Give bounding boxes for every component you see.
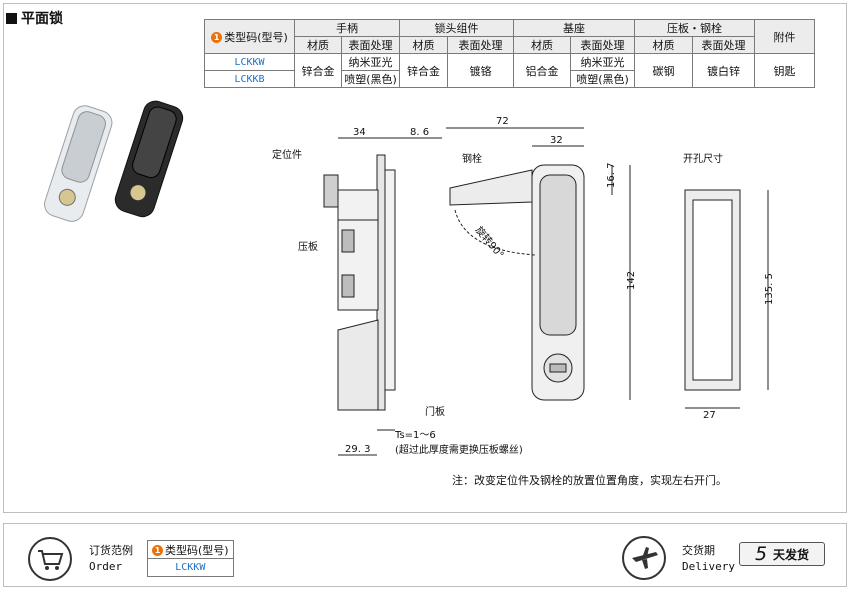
spec-group-header: 附件 <box>754 19 815 54</box>
spec-sub-header: 表面处理 <box>447 36 514 54</box>
note-text: 注：改变定位件及钢栓的放置位置角度，实现左右开门。 <box>452 474 727 487</box>
bolt-label: 钢栓 <box>462 152 482 165</box>
dim-label: 16. 7 <box>606 163 617 188</box>
spec-cell: 镀铬 <box>447 53 514 88</box>
spec-code-cell: LCKKB <box>204 70 295 88</box>
dim-label: 27 <box>703 410 716 421</box>
content-frame <box>3 3 847 513</box>
steel-bolt-part <box>449 169 533 206</box>
spec-sub-header: 表面处理 <box>692 36 755 54</box>
spec-cell: 喷塑(黑色) <box>570 70 635 88</box>
locator-label: 定位件 <box>272 148 302 161</box>
rotate-label: 旋转90° <box>473 224 507 261</box>
spec-cell: 锌合金 <box>294 53 342 88</box>
dim-label: 135. 5 <box>764 273 775 305</box>
spec-code-cell: LCKKW <box>204 53 295 71</box>
delivery-label: 交货期 Delivery <box>682 544 735 573</box>
dim-label: 34 <box>353 127 366 138</box>
spec-cell: 钥匙 <box>754 53 815 88</box>
spec-cell: 锌合金 <box>399 53 448 88</box>
door-label: 门板 <box>425 405 445 418</box>
number-1-icon: 1 <box>152 545 163 556</box>
plate-label: 压板 <box>298 240 318 253</box>
delivery-unit: 天发货 <box>773 547 810 562</box>
ts-note: (超过此厚度需更换压板螺丝) <box>395 443 523 456</box>
delivery-badge: 5 天发货 <box>739 542 825 566</box>
spec-cell: 铝合金 <box>513 53 571 88</box>
spec-cell: 镀白锌 <box>692 53 755 88</box>
delivery-days: 5 <box>754 543 768 565</box>
dim-label: 72 <box>496 116 509 127</box>
airplane-icon <box>622 536 666 580</box>
spec-cell: 碳钢 <box>634 53 693 88</box>
spec-group-header: 手柄 <box>294 19 400 37</box>
dim-label: 142 <box>626 271 637 290</box>
spec-cell: 纳米亚光 <box>570 53 635 71</box>
order-label: 订货范例 Order <box>89 544 133 573</box>
order-code: LCKKW <box>147 558 234 577</box>
spec-group-header: 锁头组件 <box>399 19 514 37</box>
number-1-icon: 1 <box>211 32 223 43</box>
dim-label: 8. 6 <box>410 127 429 138</box>
ts-label: Ts=1～6 <box>394 430 436 441</box>
page-title: 平面锁 <box>6 8 63 28</box>
square-bullet-icon <box>6 12 17 24</box>
spec-sub-header: 表面处理 <box>341 36 400 54</box>
technical-drawing: 34 8. 6 72 32 16. 7 142 135. 5 27 29. 3 … <box>272 116 775 456</box>
spec-sub-header: 材质 <box>513 36 571 54</box>
locator-part <box>323 174 339 208</box>
page-title-text: 平面锁 <box>21 11 63 27</box>
dim-label: 32 <box>550 135 563 146</box>
spec-group-header: 压板・钢栓 <box>634 19 755 37</box>
product-photo <box>44 100 184 222</box>
order-box <box>3 523 847 587</box>
spec-cell: 纳米亚光 <box>341 53 400 71</box>
spec-group-header: 基座 <box>513 19 635 37</box>
spec-sub-header: 材质 <box>399 36 448 54</box>
cutout-label: 开孔尺寸 <box>683 152 723 165</box>
spec-sub-header: 表面处理 <box>570 36 635 54</box>
shopping-cart-icon <box>28 537 72 581</box>
spec-sub-header: 材质 <box>294 36 342 54</box>
spec-sub-header: 材质 <box>634 36 693 54</box>
dim-label: 29. 3 <box>345 444 370 455</box>
spec-cell: 喷塑(黑色) <box>341 70 400 88</box>
